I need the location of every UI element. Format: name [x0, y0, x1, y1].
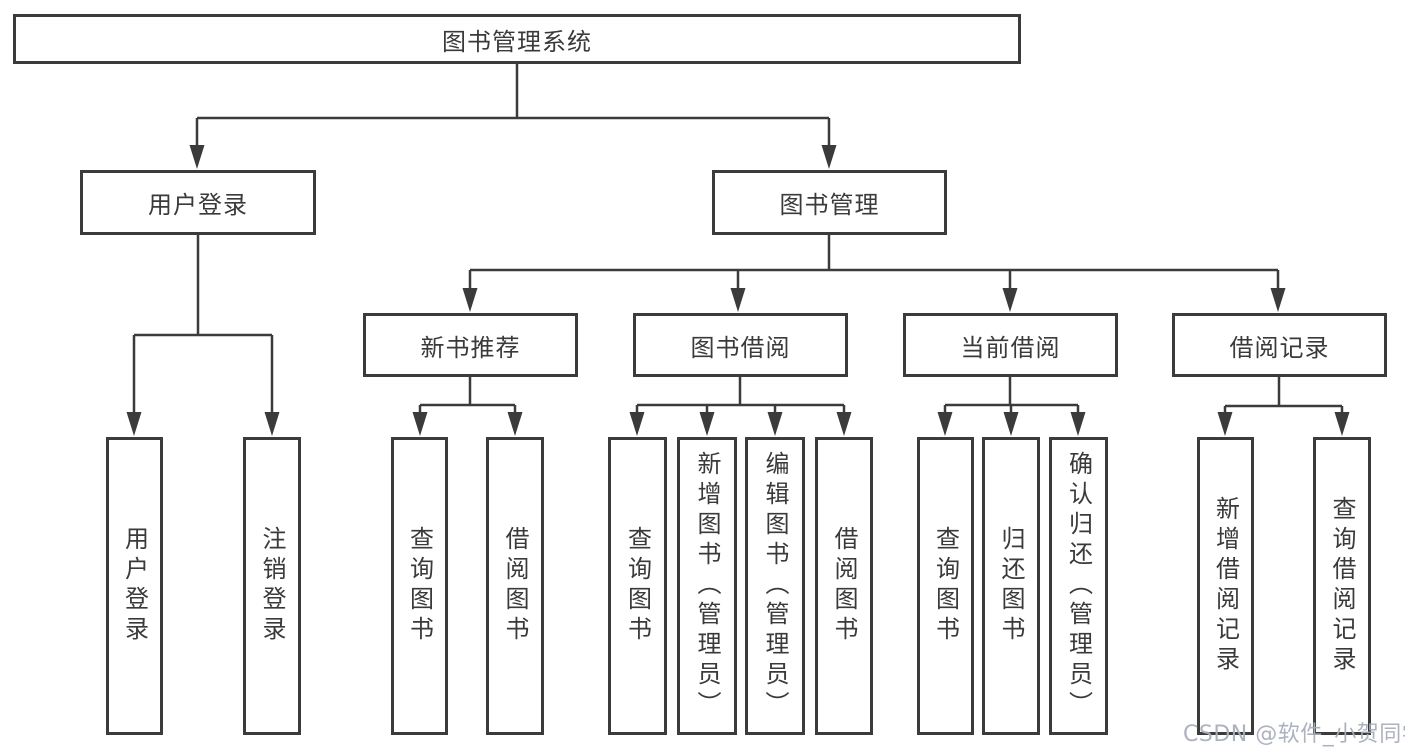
- arrowhead-icon: [1270, 288, 1286, 312]
- arrowhead-icon: [1003, 412, 1019, 436]
- arrowhead-icon: [507, 412, 523, 436]
- leaf-query-book-recommend: 查询图书: [391, 437, 448, 735]
- line: [418, 377, 517, 413]
- node-book-borrowing: 图书借阅: [633, 313, 848, 377]
- leaf-query-borrow-record: 查询借阅记录: [1313, 437, 1371, 735]
- line: [195, 64, 831, 146]
- watermark: CSDN @软件_小贺同学: [1183, 722, 1405, 747]
- node-new-book-recommend: 新书推荐: [363, 313, 578, 377]
- arrowhead-icon: [1002, 288, 1018, 312]
- leaf-borrow-book-borrowing: 借阅图书: [815, 437, 873, 735]
- node-user-login: 用户登录: [80, 170, 316, 235]
- leaf-user-login: 用户登录: [106, 437, 163, 735]
- line: [635, 377, 846, 413]
- node-book-management: 图书管理: [712, 170, 947, 235]
- leaf-borrow-book-recommend: 借阅图书: [486, 437, 544, 735]
- arrowhead-icon: [629, 412, 645, 436]
- arrowhead-icon: [730, 288, 746, 312]
- arrowhead-icon: [1070, 412, 1086, 436]
- node-current-borrowing: 当前借阅: [903, 313, 1118, 377]
- arrowhead-icon: [699, 412, 715, 436]
- line: [943, 377, 1080, 413]
- connector-new-book-to-leaves: [412, 377, 523, 436]
- arrowhead-icon: [189, 145, 205, 169]
- arrowhead-icon: [836, 412, 852, 436]
- arrowhead-icon: [821, 145, 837, 169]
- connector-borrow-record-to-leaves: [1217, 377, 1350, 436]
- leaf-return-book: 归还图书: [982, 437, 1040, 735]
- node-library-management-system: 图书管理系统: [13, 14, 1021, 64]
- leaf-add-book-admin: 新增图书（管理员）: [677, 437, 737, 735]
- connector-current-borrow-to-leaves: [937, 377, 1086, 436]
- line: [468, 235, 1280, 289]
- connector-book-mgmt-to-level3: [462, 235, 1286, 312]
- arrowhead-icon: [462, 288, 478, 312]
- leaf-add-borrow-record: 新增借阅记录: [1197, 437, 1254, 735]
- arrowhead-icon: [937, 412, 953, 436]
- leaf-confirm-return-admin: 确认归还（管理员）: [1049, 437, 1108, 735]
- line: [1223, 377, 1344, 413]
- leaf-logout: 注销登录: [243, 437, 301, 735]
- leaf-query-book-current: 查询图书: [917, 437, 974, 735]
- arrowhead-icon: [1334, 412, 1350, 436]
- leaf-edit-book-admin: 编辑图书（管理员）: [745, 437, 805, 735]
- arrowhead-icon: [264, 412, 280, 436]
- leaf-query-book-borrowing: 查询图书: [608, 437, 667, 735]
- arrowhead-icon: [767, 412, 783, 436]
- node-borrowing-records: 借阅记录: [1172, 313, 1387, 377]
- arrowhead-icon: [126, 412, 142, 436]
- arrowhead-icon: [1217, 412, 1233, 436]
- arrowhead-icon: [412, 412, 428, 436]
- connector-book-borrow-to-leaves: [629, 377, 852, 436]
- connector-user-login-to-leaves: [126, 235, 280, 436]
- line: [132, 235, 274, 413]
- connector-root-to-level2: [189, 64, 837, 169]
